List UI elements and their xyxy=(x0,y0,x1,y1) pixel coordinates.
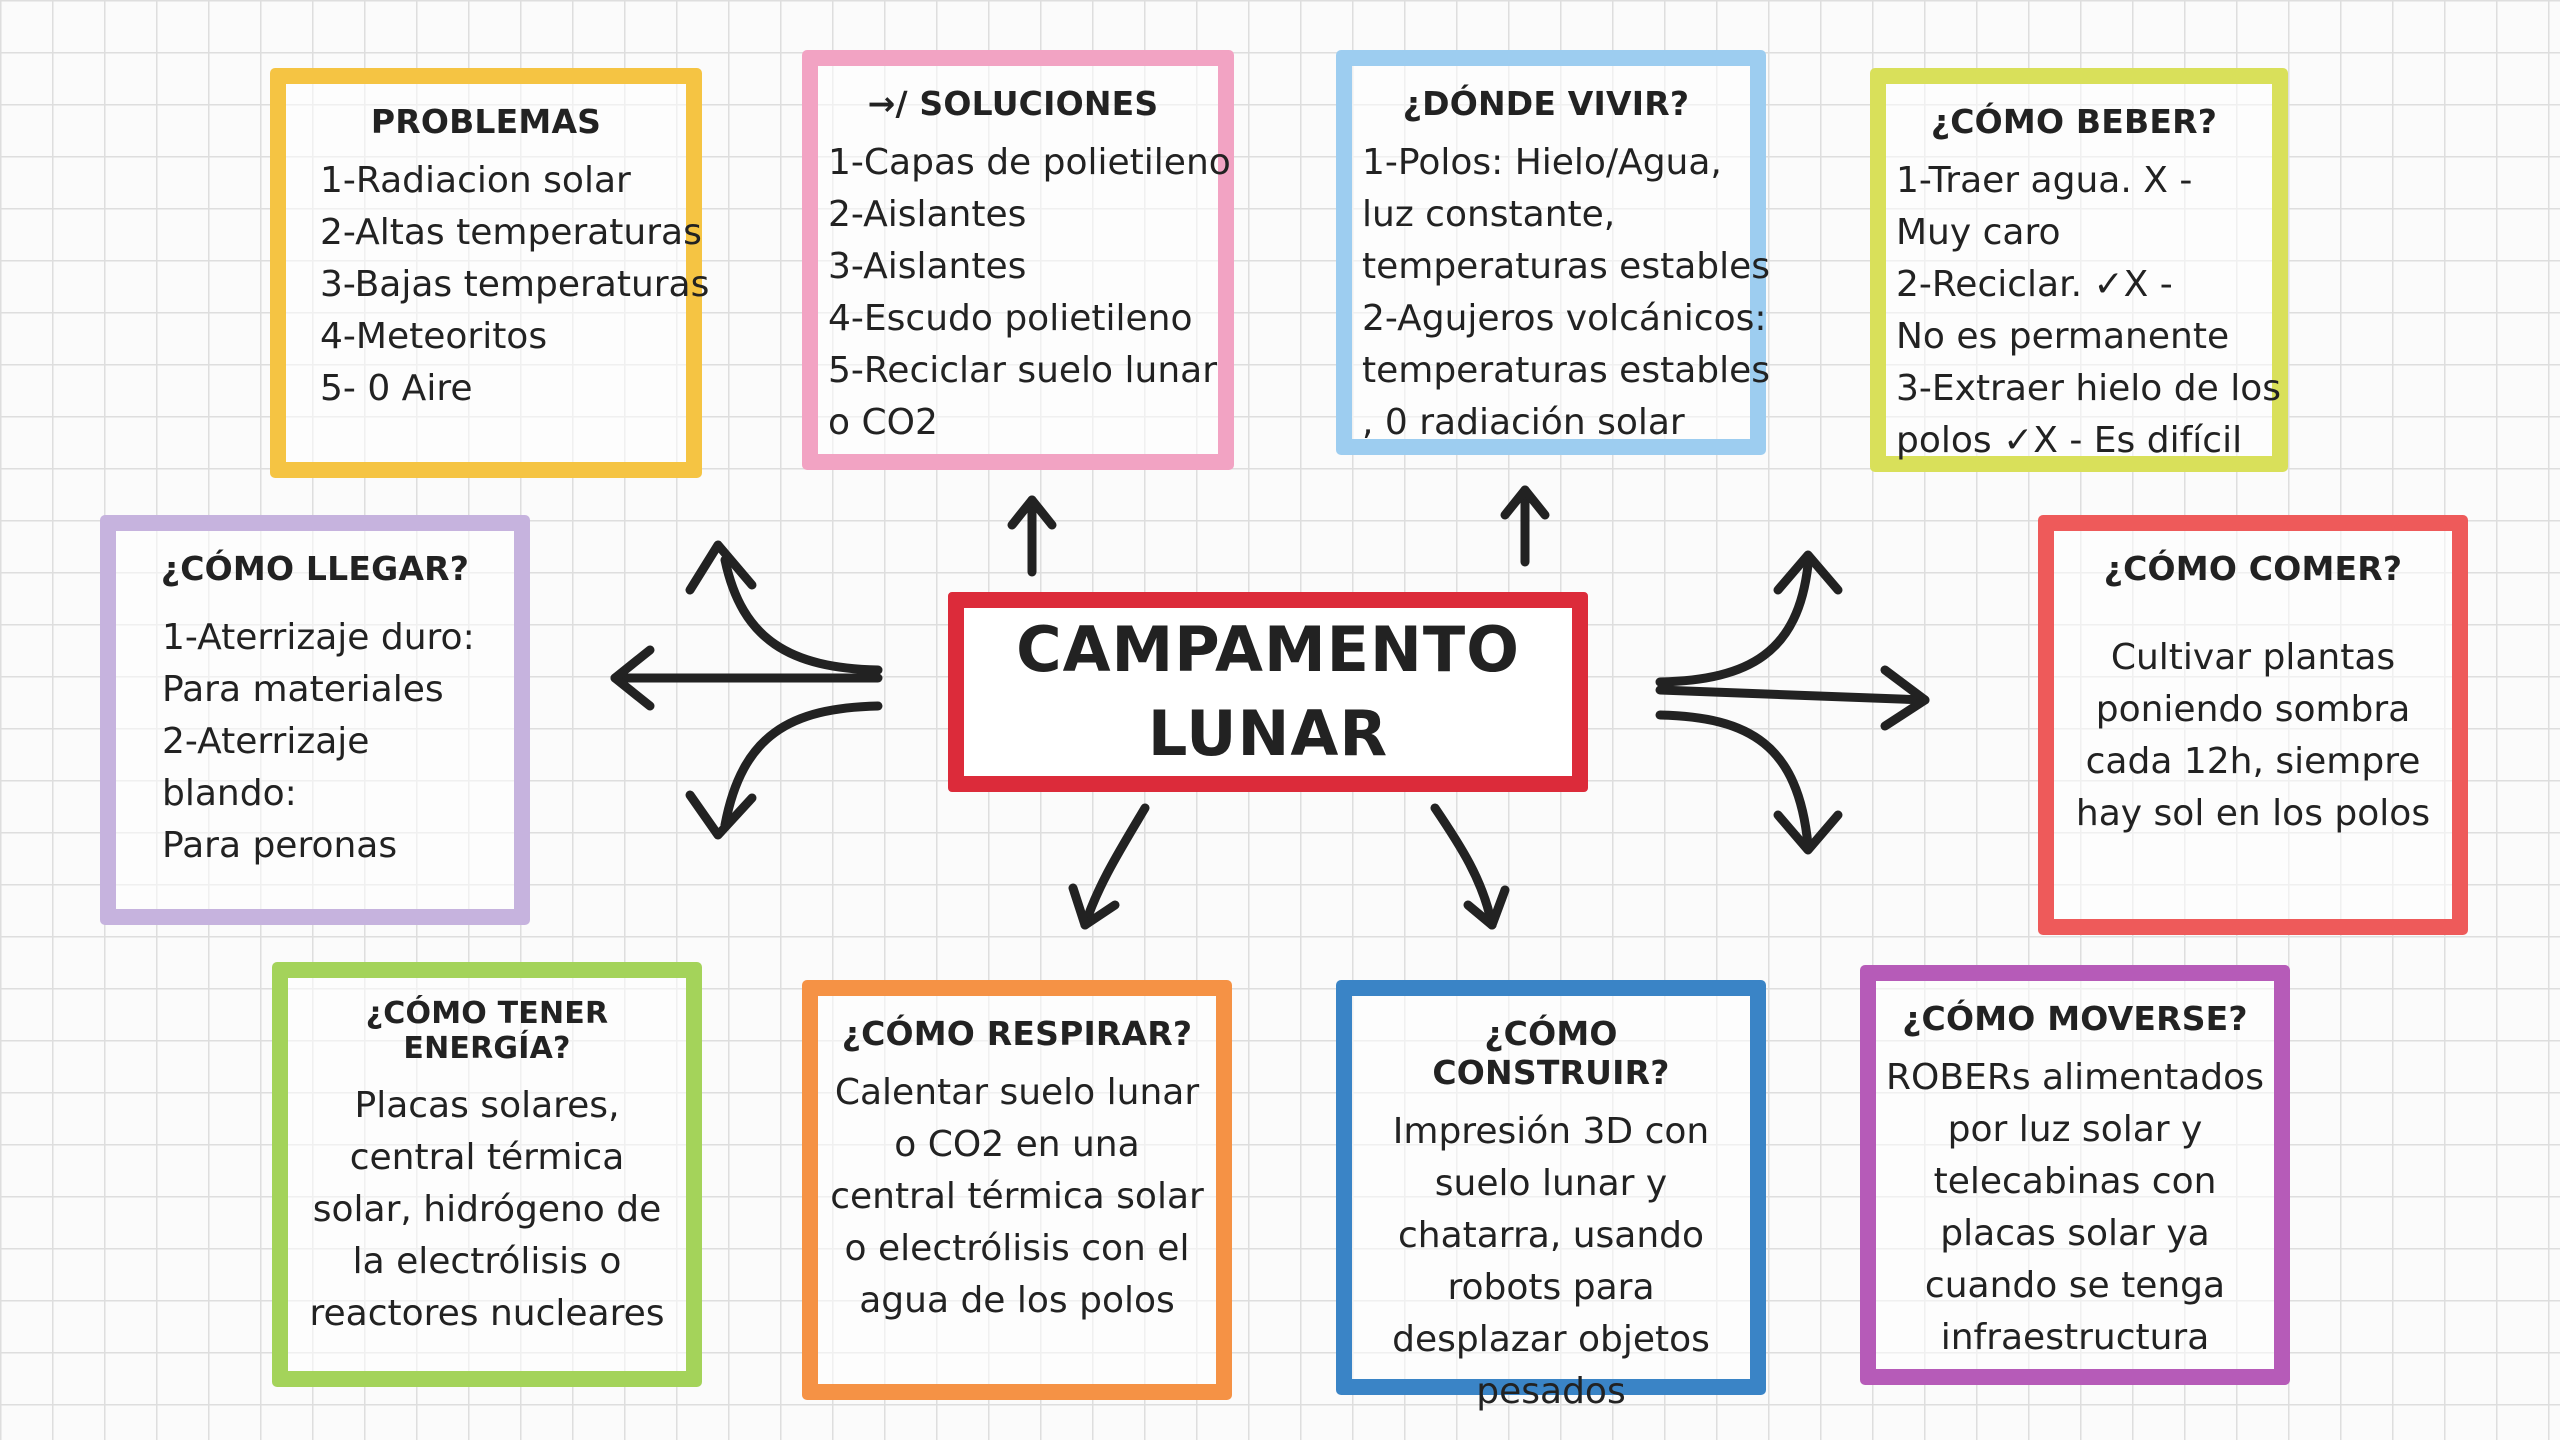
list-item: Muy caro xyxy=(1896,212,2061,253)
list-item: Para materiales xyxy=(162,669,444,710)
central-title-line2: LUNAR xyxy=(1147,697,1389,770)
list-item: o CO2 xyxy=(828,402,938,443)
arrow-right-down xyxy=(1655,710,1813,850)
list-item: 2-Aterrizaje xyxy=(162,721,370,762)
box-title: ¿CÓMO BEBER? xyxy=(1930,102,2218,141)
list-item: polos ✓X - Es difícil xyxy=(1896,420,2243,461)
list-item: 2-Reciclar. ✓X - xyxy=(1896,264,2173,305)
box-construir: ¿CÓMO CONSTRUIR? Impresión 3D con suelo … xyxy=(1336,980,1766,1412)
box-text: Placas solares, central térmica solar, h… xyxy=(309,1085,665,1334)
box-soluciones: →/ SOLUCIONES 1-Capas de polietileno 2-A… xyxy=(802,50,1234,470)
box-text: Cultivar plantas poniendo sombra cada 12… xyxy=(2075,637,2431,834)
box-problemas: PROBLEMAS 1-Radiacion solar 2-Altas temp… xyxy=(270,68,710,478)
arrow-left-up xyxy=(720,555,883,675)
arrow-left-down xyxy=(720,701,883,830)
box-donde-vivir: ¿DÓNDE VIVIR? 1-Polos: Hielo/Agua, luz c… xyxy=(1336,50,1771,455)
box-text: Calentar suelo lunar o CO2 en una centra… xyxy=(830,1072,1204,1321)
box-como-comer: ¿CÓMO COMER? Cultivar plantas poniendo s… xyxy=(2038,515,2468,935)
list-item: luz constante, xyxy=(1362,194,1616,235)
box-title: ¿CÓMO COMER? xyxy=(2103,549,2403,588)
list-item: 5-Reciclar suelo lunar xyxy=(828,350,1218,391)
box-text: Impresión 3D con suelo lunar y chatarra,… xyxy=(1392,1111,1710,1412)
box-como-llegar: ¿CÓMO LLEGAR? 1-Aterrizaje duro: Para ma… xyxy=(100,515,530,925)
list-item: 2-Agujeros volcánicos: xyxy=(1362,298,1767,339)
box-title: ¿CÓMO CONSTRUIR? xyxy=(1432,1014,1670,1092)
list-item: 1-Traer agua. X - xyxy=(1896,160,2193,201)
list-item: temperaturas estables xyxy=(1362,350,1771,391)
list-item: , 0 radiación solar xyxy=(1362,402,1685,443)
list-item: 3-Aislantes xyxy=(828,246,1027,287)
list-item: 2-Aislantes xyxy=(828,194,1027,235)
list-item: 3-Bajas temperaturas xyxy=(320,264,710,305)
box-title: →/ SOLUCIONES xyxy=(867,84,1159,123)
list-item: 2-Altas temperaturas xyxy=(320,212,702,253)
list-item: 3-Extraer hielo de los xyxy=(1896,368,2281,409)
list-item: Para peronas xyxy=(162,825,398,866)
box-title: ¿CÓMO MOVERSE? xyxy=(1902,999,2248,1038)
list-item: 1-Capas de polietileno xyxy=(828,142,1231,183)
list-item: 4-Escudo polietileno xyxy=(828,298,1193,339)
list-item: 4-Meteoritos xyxy=(320,316,548,357)
arrow-right-straight xyxy=(1655,685,1930,705)
central-title-box: CAMPAMENTO LUNAR xyxy=(948,592,1588,792)
box-title: ¿CÓMO RESPIRAR? xyxy=(841,1014,1193,1053)
box-title: ¿DÓNDE VIVIR? xyxy=(1402,84,1690,123)
central-title-line1: CAMPAMENTO xyxy=(1016,613,1520,686)
arrow-right-up xyxy=(1655,560,1813,687)
list-item: 1-Aterrizaje duro: xyxy=(162,617,475,658)
box-title: ¿CÓMO TENER ENERGÍA? xyxy=(365,996,609,1066)
list-item: No es permanente xyxy=(1896,316,2230,357)
list-item: 5- 0 Aire xyxy=(320,368,473,409)
list-item: 1-Polos: Hielo/Agua, xyxy=(1362,142,1722,183)
list-item: temperaturas estables xyxy=(1362,246,1771,287)
arrow-down-left xyxy=(1080,803,1150,930)
box-como-beber: ¿CÓMO BEBER? 1-Traer agua. X - Muy caro … xyxy=(1870,68,2288,472)
box-moverse: ¿CÓMO MOVERSE? ROBERs alimentados por lu… xyxy=(1860,965,2290,1385)
box-title: PROBLEMAS xyxy=(370,102,602,141)
arrow-down-right xyxy=(1430,803,1497,930)
box-respirar: ¿CÓMO RESPIRAR? Calentar suelo lunar o C… xyxy=(802,980,1232,1400)
box-text: ROBERs alimentados por luz solar y telec… xyxy=(1886,1057,2264,1358)
box-title: ¿CÓMO LLEGAR? xyxy=(160,549,470,588)
list-item: 1-Radiacion solar xyxy=(320,160,631,201)
list-item: blando: xyxy=(162,773,297,814)
box-energia: ¿CÓMO TENER ENERGÍA? Placas solares, cen… xyxy=(272,962,702,1387)
